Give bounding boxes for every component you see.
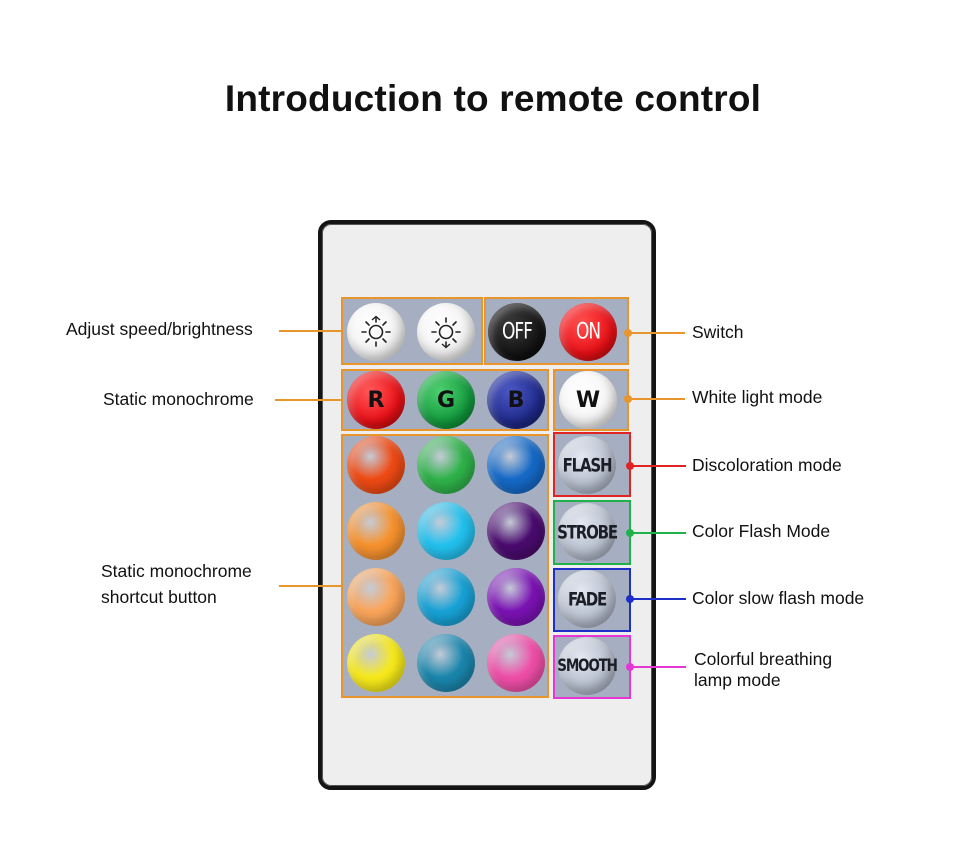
white-button-label: W — [575, 387, 601, 413]
color-shortcut-button[interactable] — [347, 568, 405, 626]
strobe-highlight-box — [553, 500, 631, 565]
connector-shortcut — [279, 585, 343, 587]
color-shortcut-button[interactable] — [417, 502, 475, 560]
label-switch: Switch — [692, 322, 744, 342]
label-slow-flash: Color slow flash mode — [692, 588, 865, 608]
green-button[interactable]: G — [417, 371, 475, 429]
label-shortcut-line1: Static monochrome — [101, 561, 252, 581]
fade-button[interactable]: FADE — [558, 570, 616, 628]
connector-slow-flash — [630, 598, 686, 600]
color-shortcut-button[interactable] — [417, 436, 475, 494]
smooth-button[interactable]: SMOOTH — [557, 637, 618, 695]
sun-arrow-up-icon — [361, 315, 391, 347]
connector-breathing-dot — [626, 663, 634, 671]
blue-button-label: B — [507, 387, 525, 413]
label-adjust: Adjust speed/brightness — [66, 319, 253, 339]
page-title: Introduction to remote control — [224, 78, 762, 119]
color-shortcut-button[interactable] — [417, 634, 475, 692]
strobe-button-label: STROBE — [557, 520, 618, 544]
label-white: White light mode — [692, 387, 823, 407]
flash-highlight-box — [553, 432, 631, 497]
white-button[interactable]: W — [559, 371, 617, 429]
on-button-label: ON — [575, 319, 601, 345]
color-shortcut-button[interactable] — [417, 568, 475, 626]
connector-breathing — [630, 666, 686, 668]
connector-adjust — [279, 330, 343, 332]
green-button-label: G — [436, 387, 456, 413]
color-shortcut-button[interactable] — [487, 502, 545, 560]
color-shortcut-button[interactable] — [347, 634, 405, 692]
connector-slow-flash-dot — [626, 595, 634, 603]
label-breathing-line2: lamp mode — [694, 670, 781, 690]
sun-arrow-down-icon — [431, 317, 461, 349]
strobe-button[interactable]: STROBE — [557, 503, 618, 561]
on-button[interactable]: ON — [559, 303, 617, 361]
color-shortcut-button[interactable] — [487, 634, 545, 692]
color-shortcut-button[interactable] — [487, 436, 545, 494]
flash-button-label: FLASH — [562, 453, 613, 477]
fade-highlight-box — [553, 568, 631, 632]
label-static-mono: Static monochrome — [103, 389, 254, 409]
smooth-button-label: SMOOTH — [557, 656, 618, 676]
connector-static-mono — [275, 399, 343, 401]
red-button[interactable]: R — [347, 371, 405, 429]
connector-discoloration — [630, 465, 686, 467]
off-button-label: OFF — [502, 319, 533, 345]
connector-white-dot — [624, 395, 632, 403]
connector-switch-dot — [624, 329, 632, 337]
label-shortcut-line2: shortcut button — [101, 587, 217, 607]
color-shortcut-button[interactable] — [487, 568, 545, 626]
flash-button[interactable]: FLASH — [558, 436, 616, 494]
speed-down-button[interactable] — [417, 303, 475, 361]
label-color-flash: Color Flash Mode — [692, 521, 831, 541]
color-shortcut-button[interactable] — [347, 436, 405, 494]
fade-button-label: FADE — [567, 587, 607, 611]
connector-discoloration-dot — [626, 462, 634, 470]
connector-color-flash-dot — [626, 529, 634, 537]
label-breathing-line1: Colorful breathing — [694, 649, 833, 669]
smooth-highlight-box — [553, 635, 631, 699]
speed-up-button[interactable] — [347, 303, 405, 361]
connector-white — [628, 398, 685, 400]
connector-switch — [628, 332, 685, 334]
off-button[interactable]: OFF — [488, 303, 546, 361]
blue-button[interactable]: B — [487, 371, 545, 429]
color-shortcut-button[interactable] — [347, 502, 405, 560]
red-button-label: R — [367, 387, 385, 413]
label-discoloration: Discoloration mode — [692, 455, 842, 475]
connector-color-flash — [630, 532, 686, 534]
